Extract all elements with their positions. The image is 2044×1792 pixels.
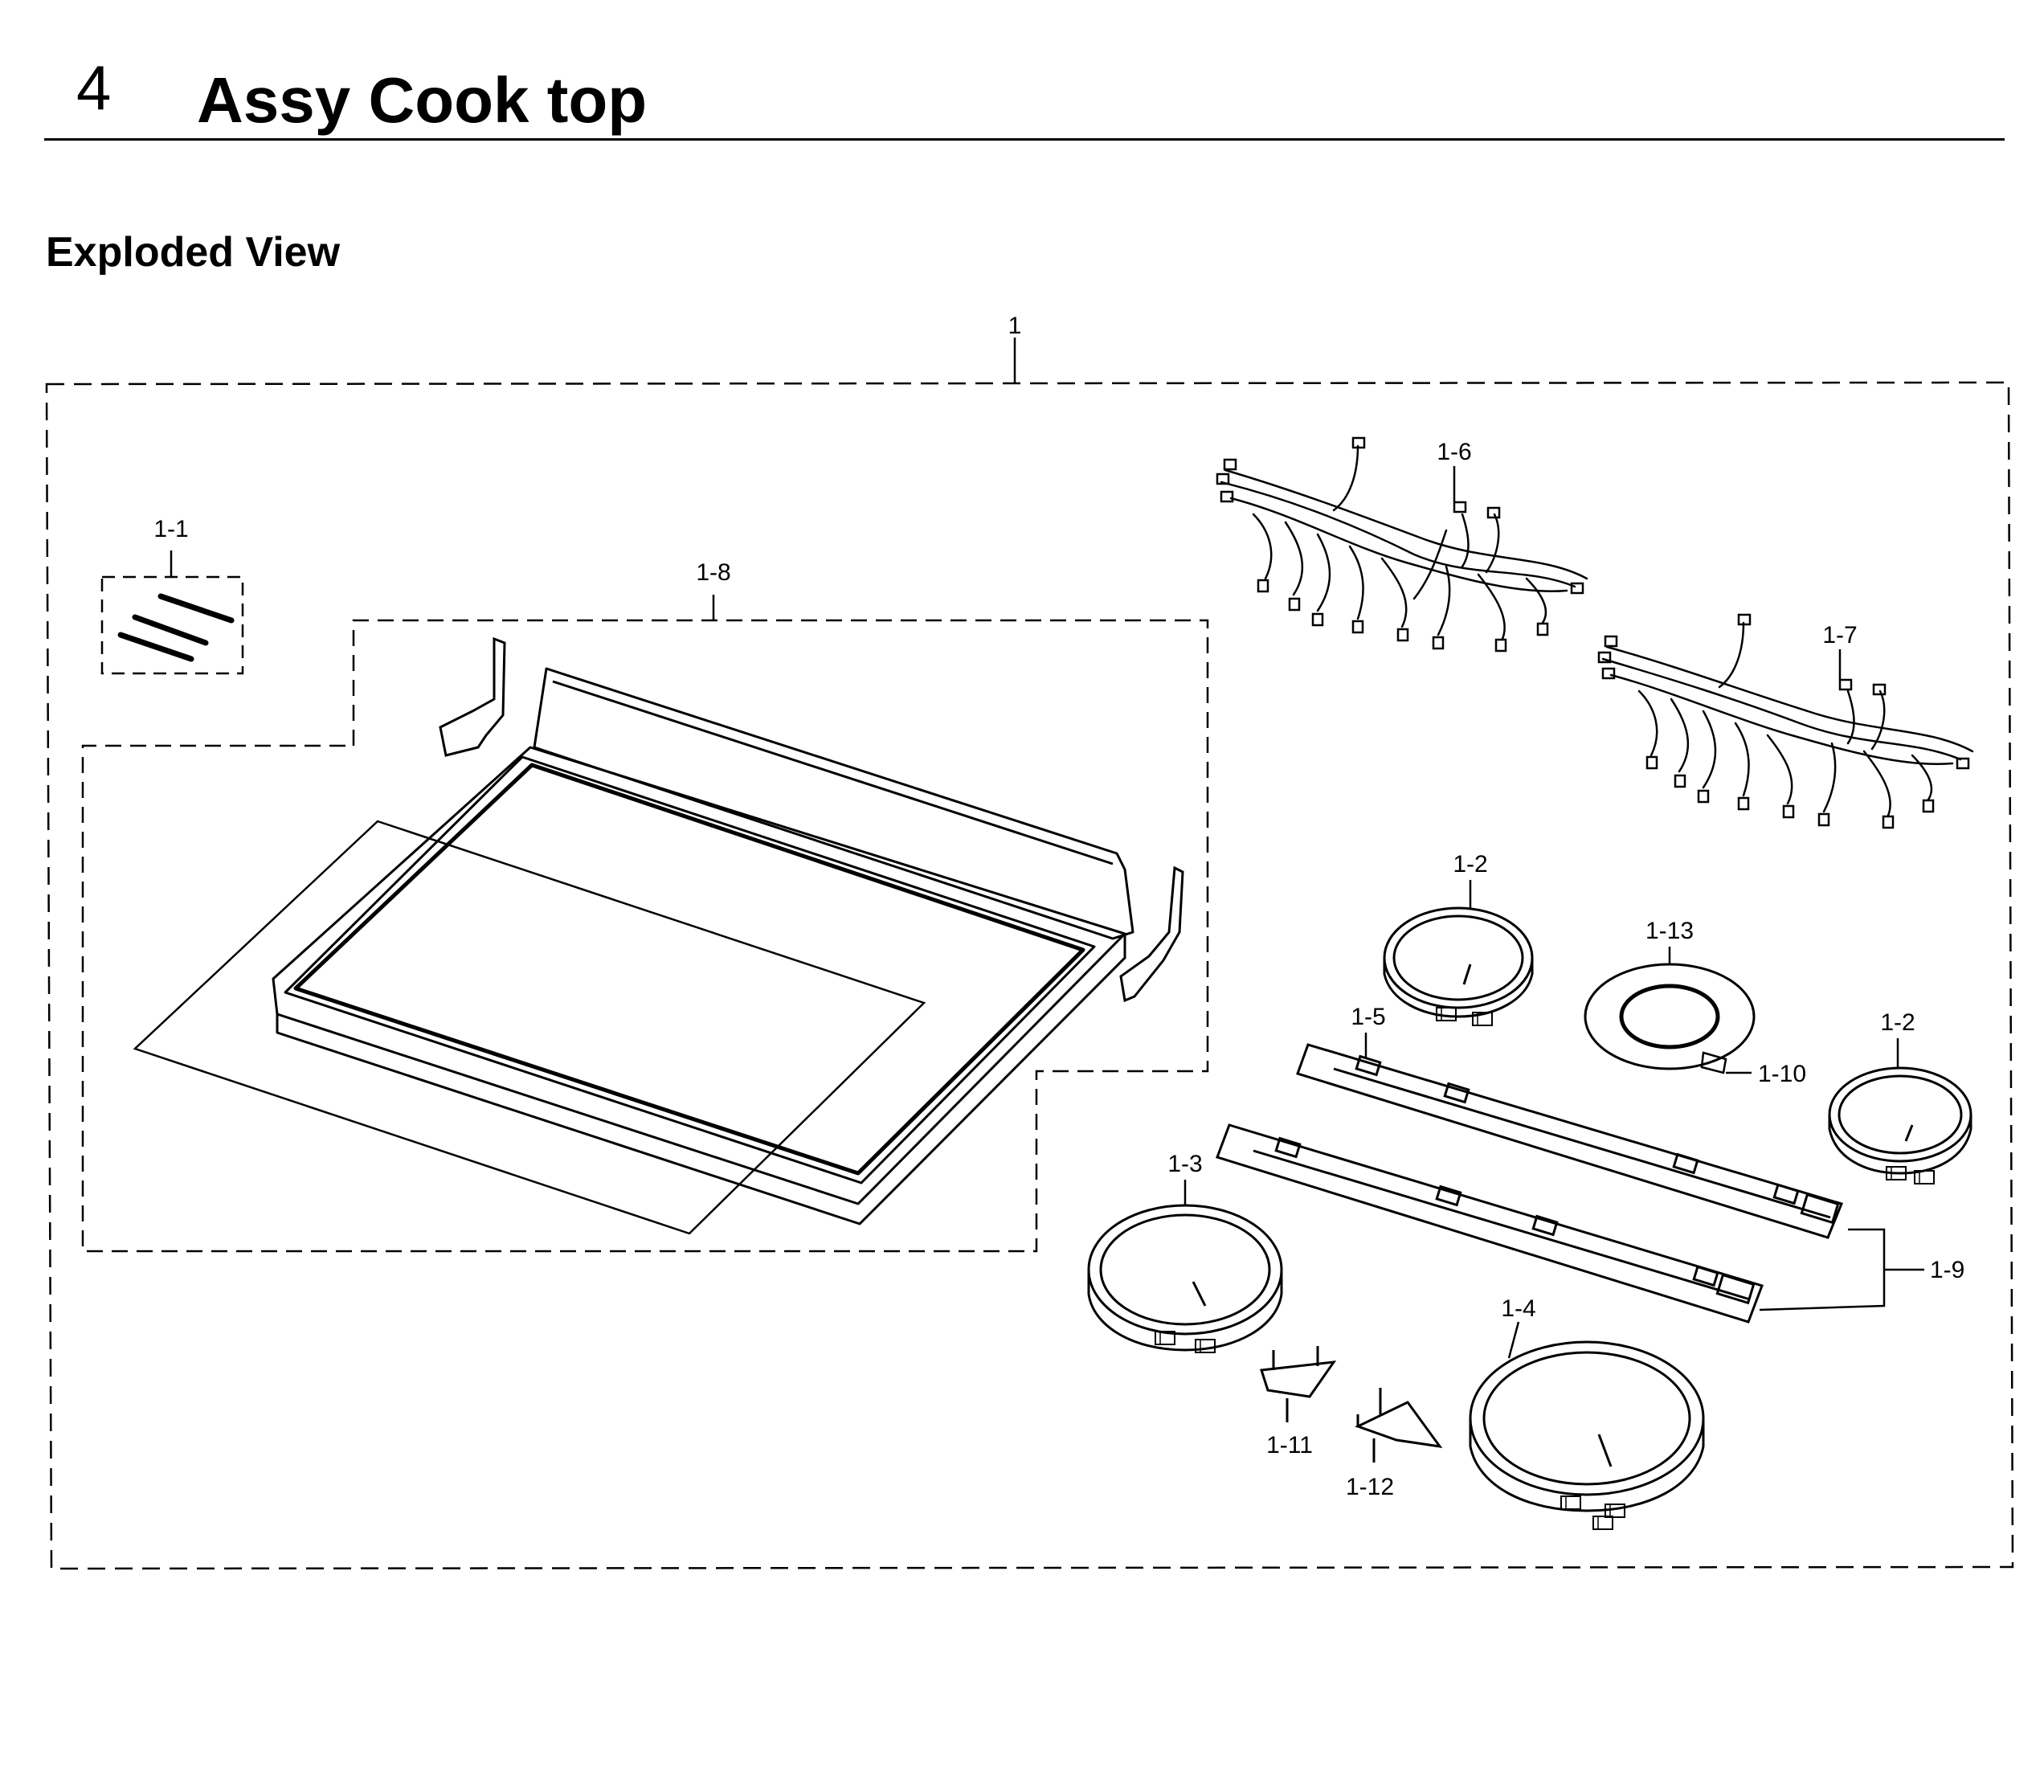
label-1-13: 1-13 xyxy=(1645,918,1694,944)
label-1-4: 1-4 xyxy=(1501,1295,1535,1322)
label-1-12: 1-12 xyxy=(1346,1474,1394,1500)
wire-harness-1-7 xyxy=(1597,613,1974,829)
leader-1-4 xyxy=(1507,1321,1520,1359)
plate-1-11 xyxy=(1260,1346,1337,1422)
section-title: Assy Cook top xyxy=(197,64,648,136)
label-1-11: 1-11 xyxy=(1266,1432,1313,1459)
rail-upper xyxy=(1296,1043,1844,1239)
leader-1-9 xyxy=(1759,1228,1924,1311)
label-1-7: 1-7 xyxy=(1822,622,1857,648)
burner-1-2-right xyxy=(1828,1066,1972,1185)
part-1-8-group-outline xyxy=(81,619,1209,1253)
header-rule xyxy=(44,138,2005,141)
page-header: 4 Assy Cook top xyxy=(0,0,2044,145)
section-number: 4 xyxy=(76,52,112,123)
burner-1-4 xyxy=(1469,1340,1705,1531)
glass-top xyxy=(133,820,926,1235)
ring-1-13 xyxy=(1584,963,1756,1070)
part-labels: 1 1-1 1-8 1-6 1-7 1-2 1-13 1-5 1-10 1-2 … xyxy=(153,313,1964,1500)
assembly-frame xyxy=(45,381,2014,1570)
plate-1-12 xyxy=(1355,1388,1443,1463)
burner-1-3 xyxy=(1087,1204,1283,1354)
burner-1-2-top xyxy=(1383,906,1534,1027)
label-1-2-top: 1-2 xyxy=(1453,851,1487,878)
label-1-2-right: 1-2 xyxy=(1880,1009,1915,1036)
label-1-5: 1-5 xyxy=(1351,1004,1385,1030)
label-1-3: 1-3 xyxy=(1167,1151,1202,1177)
bracket-1-10 xyxy=(1700,1051,1752,1074)
label-1-6: 1-6 xyxy=(1437,439,1471,465)
rail-lower xyxy=(1216,1123,1764,1324)
cooktop-frame xyxy=(272,667,1134,1225)
bracket-right xyxy=(1119,865,1184,1003)
label-1-10: 1-10 xyxy=(1758,1061,1806,1087)
label-1: 1 xyxy=(1008,313,1022,339)
label-1-1: 1-1 xyxy=(153,516,188,542)
label-1-9: 1-9 xyxy=(1930,1257,1964,1283)
bracket-left xyxy=(439,636,506,757)
subsection-title: Exploded View xyxy=(46,229,341,276)
label-1-8: 1-8 xyxy=(696,559,730,586)
part-1-1-strips xyxy=(100,550,244,675)
wire-harness-1-6 xyxy=(1216,436,1588,653)
